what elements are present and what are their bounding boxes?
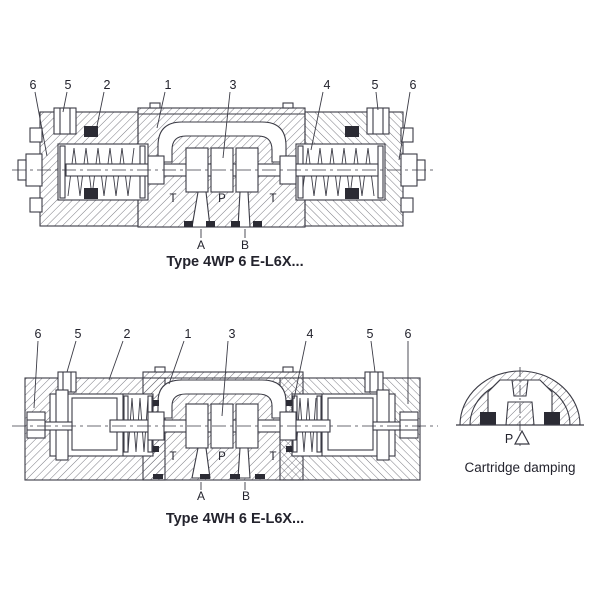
leader-line bbox=[96, 91, 105, 127]
port-t-left-label: T bbox=[169, 193, 176, 205]
callout-label: 1 bbox=[185, 327, 192, 341]
leader-line bbox=[156, 91, 166, 129]
port-a-label: A bbox=[197, 489, 205, 503]
callout-label: 3 bbox=[229, 327, 236, 341]
top-plug-left bbox=[53, 107, 77, 135]
port-p-label: P bbox=[218, 193, 226, 205]
leader-line bbox=[293, 340, 307, 400]
callout-label: 4 bbox=[324, 78, 331, 92]
callout-label: 3 bbox=[230, 78, 237, 92]
port-t-right-label: T bbox=[269, 451, 276, 463]
top-plug-right bbox=[364, 371, 384, 393]
leader-line bbox=[108, 340, 124, 381]
port-t-right-label: T bbox=[269, 193, 276, 205]
callout-label: 2 bbox=[104, 78, 111, 92]
end-plug-left bbox=[26, 411, 46, 439]
callout-label: 5 bbox=[367, 327, 374, 341]
cover-screw bbox=[149, 102, 161, 109]
leader-line bbox=[370, 340, 376, 373]
port-a-label: A bbox=[197, 238, 205, 252]
cartridge-damping-detail bbox=[456, 367, 584, 446]
cover-screw bbox=[154, 366, 166, 373]
callout-label: 4 bbox=[307, 327, 314, 341]
valve-4wh-section bbox=[12, 366, 438, 481]
leader-line bbox=[66, 340, 77, 373]
leader-line bbox=[168, 340, 185, 385]
end-cap-notch bbox=[29, 127, 43, 143]
seals bbox=[480, 412, 560, 425]
callout-label: 6 bbox=[405, 327, 412, 341]
callout-label: 5 bbox=[372, 78, 379, 92]
top-plug-right bbox=[366, 107, 390, 135]
callout-label: 5 bbox=[75, 327, 82, 341]
spring-washer bbox=[59, 145, 66, 199]
valve-4wp-section bbox=[12, 102, 436, 228]
port-b-label: B bbox=[242, 489, 250, 503]
leader-line bbox=[222, 91, 231, 159]
port-b-label: B bbox=[241, 238, 249, 252]
flow-gallery bbox=[157, 121, 287, 163]
top-plug-left bbox=[57, 371, 77, 393]
callout-label: 6 bbox=[35, 327, 42, 341]
cover-screw bbox=[282, 102, 294, 109]
right-spring-coil bbox=[301, 147, 375, 197]
valve-4wp-callout-labels: 6 5 2 1 3 4 5 6 bbox=[30, 78, 417, 92]
valve-4wh-callout-labels: 6 5 2 1 3 4 5 6 bbox=[35, 327, 412, 341]
valve-4wp-caption: Type 4WP 6 E-L6X... bbox=[166, 254, 303, 270]
callout-label: 6 bbox=[410, 78, 417, 92]
valve-4wp-callouts bbox=[34, 91, 411, 161]
leader-line bbox=[375, 91, 379, 111]
callout-label: 1 bbox=[165, 78, 172, 92]
cover-screw bbox=[282, 366, 294, 373]
end-cap-notch bbox=[29, 197, 43, 213]
end-cap-notch bbox=[400, 197, 414, 213]
leader-line bbox=[34, 91, 48, 157]
valve-4wh-port-labels: T P T A B bbox=[169, 451, 276, 503]
leader-line bbox=[398, 91, 411, 161]
valve-4wp-port-labels: T P T A B bbox=[169, 193, 276, 252]
callout-label: 5 bbox=[65, 78, 72, 92]
flow-gallery bbox=[157, 379, 287, 419]
port-t-left-label: T bbox=[169, 451, 176, 463]
seals bbox=[153, 400, 292, 479]
detail-caption: Cartridge damping bbox=[464, 460, 575, 475]
leader-line bbox=[221, 340, 229, 417]
port-p-label: P bbox=[218, 451, 226, 463]
right-piston bbox=[327, 397, 374, 451]
end-plug-right bbox=[399, 411, 419, 439]
leader-line bbox=[33, 340, 39, 409]
callout-label: 2 bbox=[124, 327, 131, 341]
triangle-up-icon bbox=[513, 429, 531, 445]
leader-line bbox=[310, 91, 324, 151]
port-b-passage bbox=[237, 191, 251, 228]
spring-washer bbox=[377, 145, 384, 199]
port-b-passage bbox=[237, 447, 251, 479]
detail-port-label: P bbox=[505, 432, 513, 446]
callout-label: 6 bbox=[30, 78, 37, 92]
valve-4wh-callouts bbox=[33, 340, 409, 417]
valve-4wh-caption: Type 4WH 6 E-L6X... bbox=[166, 511, 304, 527]
leader-line bbox=[62, 91, 68, 113]
seals bbox=[84, 126, 359, 227]
